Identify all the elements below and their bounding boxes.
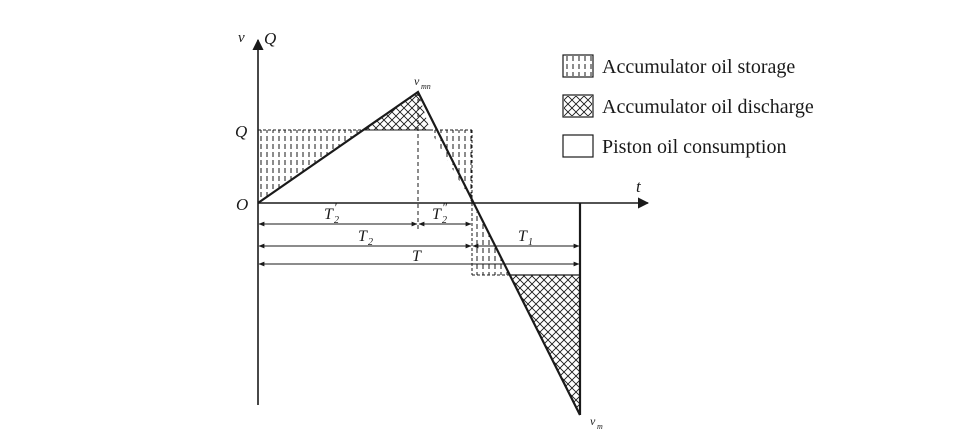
legend-label-discharge: Accumulator oil discharge <box>602 96 814 118</box>
legend-label-piston: Piston oil consumption <box>602 136 786 158</box>
min-velocity-label: v m <box>590 414 603 431</box>
svg-text:2: 2 <box>442 215 447 226</box>
legend-label-storage: Accumulator oil storage <box>602 56 795 78</box>
t-label: T <box>412 248 422 265</box>
y-axis-label-q: Q <box>264 29 276 48</box>
svg-text:′: ′ <box>334 200 337 214</box>
t2-prime-label: T 2 ′ <box>324 200 339 226</box>
svg-text:v: v <box>414 74 420 88</box>
svg-text:mn: mn <box>421 82 431 91</box>
x-axis-label-t: t <box>636 177 642 196</box>
svg-text:T: T <box>324 206 334 223</box>
origin-label: O <box>236 195 248 214</box>
q-level-label: Q <box>235 122 247 141</box>
t1-label: T 1 <box>518 228 533 248</box>
discharge-region-peak <box>364 92 430 131</box>
svg-text:T: T <box>358 228 368 245</box>
t2-double-prime-label: T 2 ″ <box>432 200 448 226</box>
svg-text:2: 2 <box>368 237 373 248</box>
storage-region-fall <box>430 129 473 203</box>
legend: Accumulator oil storage Accumulator oil … <box>562 54 814 158</box>
svg-text:1: 1 <box>528 237 533 248</box>
legend-item-storage: Accumulator oil storage <box>562 54 795 78</box>
svg-text:2: 2 <box>334 215 339 226</box>
t2-label: T 2 <box>358 228 373 248</box>
y-axis-label-v: v <box>238 30 245 46</box>
storage-region-rise <box>258 129 364 203</box>
svg-text:T: T <box>518 228 528 245</box>
svg-text:″: ″ <box>442 200 448 214</box>
max-velocity-label: v mn <box>414 74 431 91</box>
svg-text:v: v <box>590 414 596 428</box>
svg-text:m: m <box>597 422 603 431</box>
svg-text:T: T <box>432 206 442 223</box>
legend-item-discharge: Accumulator oil discharge <box>562 94 814 118</box>
legend-item-piston: Piston oil consumption <box>562 134 786 158</box>
svg-text:T: T <box>412 248 422 265</box>
